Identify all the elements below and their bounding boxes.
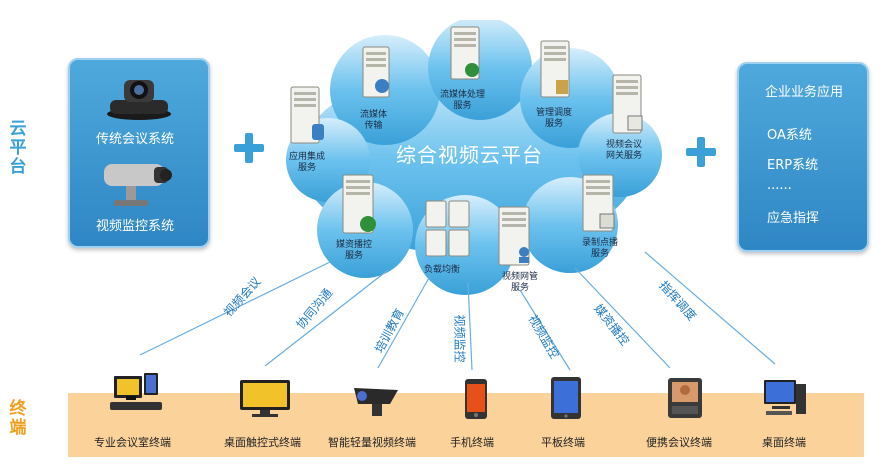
enterprise-apps-title: 企业业务应用 [765, 85, 844, 100]
terminal-label-mobile: 手机终端 [450, 436, 494, 449]
server-icon-video-conference-gateway [612, 74, 643, 134]
surveillance-camera-icon [104, 164, 172, 206]
service-label-video-conference-gateway: 视频会议 网关服务 [606, 140, 643, 161]
desktop-pc-icon [764, 380, 806, 415]
terminal-label-touch-desktop: 桌面触控式终端 [224, 436, 301, 449]
server-icon-app-integration [290, 86, 324, 144]
connector-line-4 [467, 281, 473, 371]
legacy-systems-panel: 传统会议系统 视频监控系统 [68, 58, 210, 248]
terminal-label-conference-room: 专业会议室终端 [94, 436, 171, 449]
connector-line-6 [574, 267, 671, 369]
service-label-load-balancing: 负载均衡 [424, 265, 461, 275]
server-icon-recording-vod [582, 174, 615, 232]
connector-line-5 [519, 289, 571, 371]
server-icon-management-scheduling [540, 40, 570, 98]
server-icon-load-balancing [425, 200, 470, 257]
server-icon-streaming-transport [362, 46, 390, 98]
touch-monitor-icon [240, 380, 290, 417]
cloud-platform-side-label: 云平台 [9, 119, 27, 177]
server-icon-media-asset-control [342, 174, 376, 234]
cloud-platform-title: 综合视频云平台 [396, 143, 543, 167]
tablet-icon [551, 377, 581, 419]
terminal-side-label: 终端 [9, 399, 27, 438]
server-icon-video-network-management [498, 206, 530, 266]
legacy-surveillance-label: 视频监控系统 [96, 219, 175, 234]
connection-label-video-surveillance-1: 视频监控 [452, 314, 467, 363]
service-label-app-integration: 应用集成 服务 [289, 152, 326, 173]
conference-room-terminal-icon [110, 373, 162, 410]
enterprise-app-erp: ERP系统 [767, 158, 819, 173]
enterprise-app-ellipsis: ...... [767, 178, 792, 193]
terminal-label-smart-lightweight: 智能轻量视频终端 [328, 436, 416, 449]
terminal-label-portable-conference: 便携会议终端 [646, 436, 712, 449]
service-label-media-asset-control: 媒资播控 服务 [336, 240, 373, 261]
service-label-video-network-management: 视频网管 服务 [502, 272, 539, 293]
mobile-phone-icon [465, 379, 487, 419]
connector-line-3 [377, 275, 431, 369]
enterprise-app-oa: OA系统 [767, 128, 812, 143]
smart-camera-icon [354, 388, 398, 416]
service-label-streaming-processing: 流媒体处理 服务 [440, 90, 486, 111]
connector-line-1 [139, 261, 331, 356]
service-label-management-scheduling: 管理调度 服务 [536, 108, 573, 129]
server-icon-streaming-processing [450, 26, 480, 80]
portable-terminal-icon [668, 378, 702, 418]
plus-icon-right [686, 137, 716, 167]
service-label-recording-vod: 录制点播 服务 [582, 238, 619, 259]
service-label-streaming-transport: 流媒体 传输 [360, 110, 388, 131]
enterprise-app-emergency: 应急指挥 [767, 211, 820, 226]
enterprise-apps-panel: 企业业务应用 OA系统 ERP系统 ...... 应急指挥 [737, 62, 869, 252]
terminal-label-desktop: 桌面终端 [762, 436, 806, 449]
connector-line-2 [264, 269, 389, 367]
conference-camera-icon [107, 80, 171, 120]
connector-line-7 [644, 251, 776, 365]
legacy-conference-label: 传统会议系统 [96, 132, 175, 147]
terminal-label-tablet: 平板终端 [541, 436, 585, 449]
plus-icon-left [234, 133, 264, 163]
